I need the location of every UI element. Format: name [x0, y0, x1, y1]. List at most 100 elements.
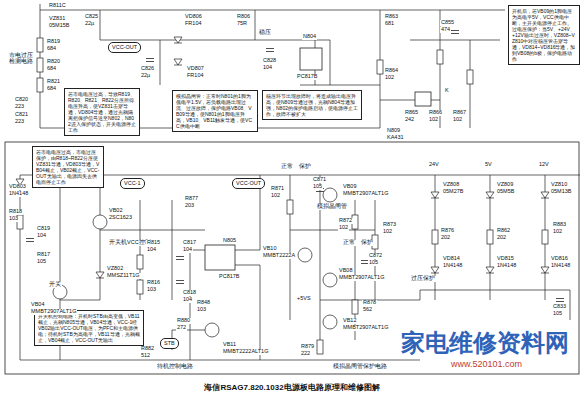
callout-box: 开机后，若VB09的1脚电压为高电平5V，VCC供电中断，主开关电源停止工作。过… [508, 5, 580, 65]
resistor-symbol [137, 280, 143, 294]
part-label: R872 [338, 218, 353, 224]
part-label: R815 [146, 240, 161, 246]
part-label: 102 [452, 117, 463, 123]
wire [40, 10, 505, 11]
part-label: KA431 [386, 135, 405, 141]
diode-symbol [174, 37, 182, 43]
part-label: R883 [552, 222, 567, 228]
part-label: VB02 [108, 208, 123, 214]
part-label: R820 [46, 59, 61, 65]
wire [20, 175, 580, 176]
part-label: VB11 [222, 342, 237, 348]
part-label: R880 [176, 318, 191, 324]
part-label: PC817B [218, 274, 241, 280]
part-label: 1N4148 [550, 263, 571, 269]
part-label: C872 [368, 253, 383, 259]
signal-tag: VCC-OUT [108, 42, 141, 53]
part-label: R865 [404, 110, 419, 116]
part-label: VD803 [8, 184, 27, 190]
resistor-symbol [352, 300, 358, 314]
part-label: 22µ [140, 73, 151, 79]
part-label: 681 [384, 21, 395, 27]
part-label: MMBT2222A [262, 253, 296, 259]
wire [20, 175, 21, 360]
note-text: VCC-OUT [233, 179, 264, 188]
resistor-symbol [287, 200, 293, 214]
part-label: VD807 [186, 66, 205, 72]
signal-tag: STB [160, 338, 179, 349]
watermark: 家电维修资料网 [400, 330, 570, 355]
transistor-symbol [323, 188, 337, 202]
part-label: 正常 [280, 164, 294, 170]
wire [100, 10, 101, 40]
figure-caption: 海信RSAG7.820.1032电源板电路原理和维修图解 [204, 382, 379, 393]
note-text: VCC-1 [121, 179, 144, 188]
transistor-symbol [323, 273, 337, 287]
note-text: 开关机控制电路：开机时STB由高变低，VB11截止，光耦N805导通，VB04导… [35, 311, 143, 345]
part-label: R819 [46, 39, 61, 45]
diode-symbol [541, 267, 549, 273]
part-label: MMSZ11T1G [106, 273, 141, 279]
part-label: VB12 [342, 318, 357, 324]
part-label: R848 [196, 300, 211, 306]
part-label: MMBT2907ALT1G [338, 275, 385, 281]
ic-symbol [300, 48, 322, 70]
part-label: VZ809 [496, 182, 514, 188]
part-label: R818 [8, 209, 23, 215]
part-label: R806 [236, 14, 251, 20]
part-label: 242 [404, 117, 415, 123]
wire [20, 360, 420, 361]
part-label: 105 [368, 260, 379, 266]
resistor-symbol [37, 38, 43, 52]
watermark: www.520101.com [450, 360, 523, 369]
diode-symbol [174, 59, 182, 65]
part-label: 开关 [48, 282, 62, 288]
part-label: R867 [452, 110, 467, 116]
wire [160, 40, 161, 85]
part-label: 正常 [342, 240, 356, 246]
callout-box: 开关机控制电路：开机时STB由高变低，VB11截止，光耦N805导通，VB04导… [34, 310, 144, 346]
part-label: VD815 [496, 256, 515, 262]
wire [100, 40, 330, 41]
note-text: 稳压环节出现故障时，将造成输出电压升高，使N809导通过强，光耦N804导通加强… [263, 91, 361, 119]
part-label: 102 [384, 75, 395, 81]
part-label: VB09 [342, 184, 357, 190]
wire [290, 175, 291, 320]
diode-symbol [431, 192, 439, 198]
part-label: 684 [46, 66, 57, 72]
part-label: R817 [36, 252, 51, 258]
part-label: C825 [84, 14, 99, 20]
diode-symbol [486, 192, 494, 198]
part-label: PC817B [296, 74, 319, 80]
note-text: 模拟晶闸管：正常时N801的1脚为低电平1.5V，若负载电路出现过流、过压故障，… [173, 91, 257, 131]
part-label: 202 [440, 235, 451, 241]
wire [570, 290, 571, 320]
part-label: 24V [428, 162, 440, 168]
part-label: VZ802 [106, 266, 124, 272]
wire [300, 85, 380, 86]
wire [410, 40, 500, 41]
part-label: 105 [312, 184, 323, 190]
ic-symbol [415, 92, 431, 106]
part-label: VB04 [30, 302, 45, 308]
resistor-symbol [137, 255, 143, 269]
part-label: C855 [440, 20, 455, 26]
part-label: 272 [176, 325, 187, 331]
wire [330, 40, 331, 85]
part-label: R873 [382, 222, 397, 228]
part-label: 512 [140, 353, 151, 359]
wire [420, 290, 570, 291]
part-label: R882 [140, 346, 155, 352]
part-label: 105 [552, 311, 563, 317]
part-label: 104 [182, 247, 193, 253]
part-label: 104 [262, 65, 273, 71]
section-frame [5, 142, 579, 374]
part-label: 104 [36, 233, 47, 239]
part-label: VZ808 [442, 182, 460, 188]
part-label: VD806 [184, 14, 203, 20]
part-label: 05M15B [48, 23, 71, 29]
resistor-symbol [37, 78, 43, 92]
part-label: 104 [146, 247, 157, 253]
diode-symbol [431, 267, 439, 273]
part-label: VB10 [262, 246, 277, 252]
